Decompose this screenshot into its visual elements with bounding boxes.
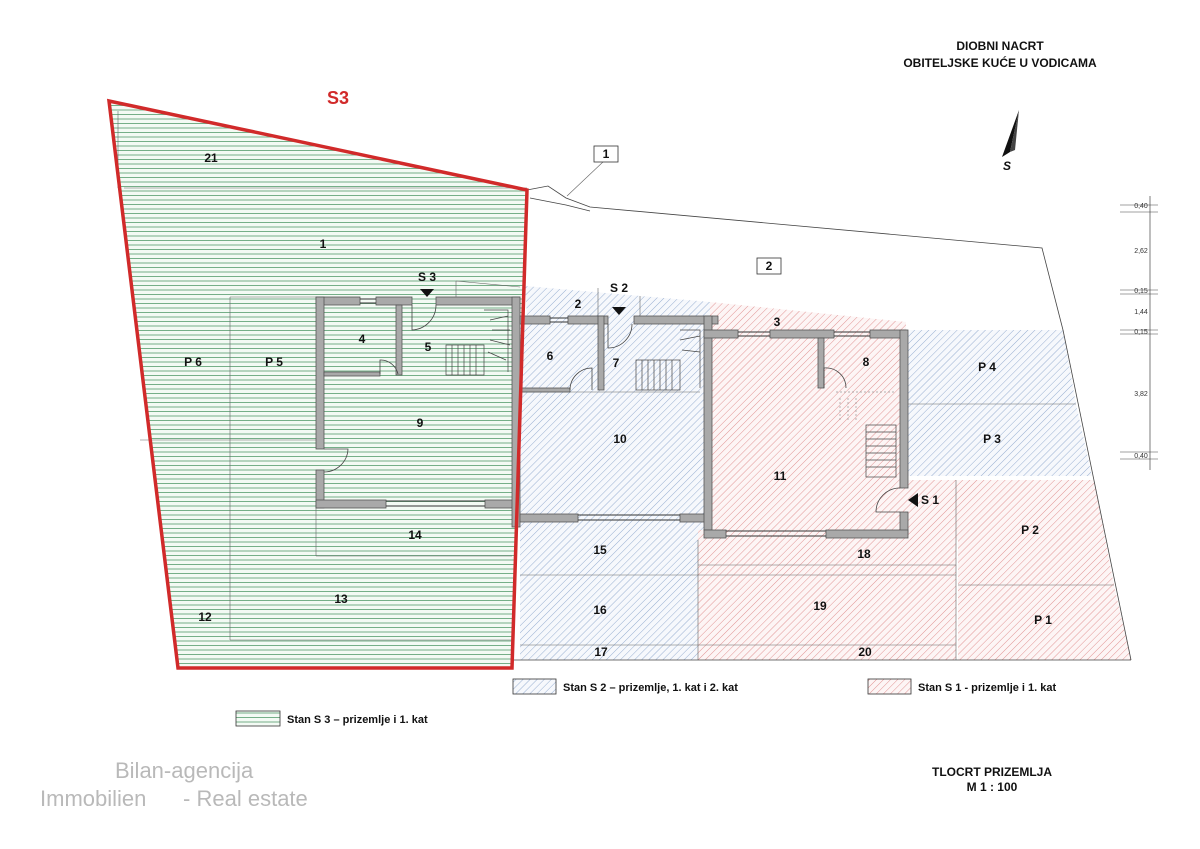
room-14: 14 (408, 528, 422, 542)
unit-label-s3: S3 (327, 88, 349, 108)
dimension-6: 3,82 (1134, 391, 1148, 398)
footer-scale: M 1 : 100 (967, 780, 1018, 794)
room-p1: P 1 (1034, 613, 1052, 627)
dimension-7: 0,40 (1134, 453, 1148, 460)
legend-s1: Stan S 1 - prizemlje i 1. kat (867, 678, 1056, 695)
entrance-s2-marker (612, 307, 626, 315)
title-line2: OBITELJSKE KUĆE U VODICAMA (903, 55, 1097, 70)
room-p2: P 2 (1021, 523, 1039, 537)
s3-subdivisions (117, 111, 527, 641)
room-19: 19 (813, 599, 827, 613)
other-subdivisions (520, 288, 1114, 660)
entrance-s1-label: S 1 (921, 493, 939, 507)
room-3: 3 (774, 315, 781, 329)
north-label: S (1003, 159, 1011, 173)
title-line1: DIOBNI NACRT (956, 39, 1044, 53)
room-21: 21 (204, 151, 218, 165)
dimension-4: 1,44 (1134, 309, 1148, 316)
room-7: 7 (613, 356, 620, 370)
legend-s2: Stan S 2 – prizemlje, 1. kat i 2. kat (512, 678, 738, 695)
room-18: 18 (857, 547, 871, 561)
boxed-label-1: 1 (593, 145, 619, 163)
unit-s2-area (520, 286, 1092, 660)
room-1: 1 (320, 237, 327, 251)
dimension-5: 0,15 (1134, 329, 1148, 336)
room-5: 5 (425, 340, 432, 354)
room-p6: P 6 (184, 355, 202, 369)
footer-plan-title: TLOCRT PRIZEMLJA (932, 765, 1052, 779)
dimension-3: 0,15 (1134, 288, 1148, 295)
room-17: 17 (594, 645, 608, 659)
room-p4: P 4 (978, 360, 996, 374)
entrance-s3-marker (420, 289, 434, 297)
doors (323, 304, 901, 513)
dimension-chain: 0,40 2,62 0,15 1,44 0,15 3,82 0,40 (1120, 196, 1158, 470)
svg-text:Stan S 1 - prizemlje i 1. kat: Stan S 1 - prizemlje i 1. kat (918, 682, 1056, 694)
room-16: 16 (593, 603, 607, 617)
svg-text:Stan S 3 – prizemlje i 1. kat: Stan S 3 – prizemlje i 1. kat (287, 714, 428, 726)
room-9: 9 (417, 416, 424, 430)
room-8: 8 (863, 355, 870, 369)
room-p3: P 3 (983, 432, 1001, 446)
unit-s3-outline (106, 98, 529, 670)
room-20: 20 (858, 645, 872, 659)
boxed-label-2: 2 (756, 257, 782, 275)
legend-s3: Stan S 3 – prizemlje i 1. kat (235, 710, 428, 727)
room-4: 4 (359, 332, 366, 346)
room-6: 6 (547, 349, 554, 363)
room-2: 2 (575, 297, 582, 311)
svg-text:2: 2 (766, 259, 773, 273)
room-15: 15 (593, 543, 607, 557)
watermark-line1: Bilan-agencija (115, 758, 254, 783)
dimension-1: 0,40 (1134, 203, 1148, 210)
entrance-s3-label: S 3 (418, 270, 436, 284)
windows (360, 298, 870, 537)
svg-text:Stan S 2 – prizemlje, 1. kat i: Stan S 2 – prizemlje, 1. kat i 2. kat (563, 682, 738, 694)
dimension-2: 2,62 (1134, 248, 1148, 255)
room-labels: 21 1 P 6 P 5 4 5 9 14 13 12 2 6 7 10 15 … (184, 151, 1052, 659)
room-12: 12 (198, 610, 212, 624)
unit-s1-area (698, 302, 1131, 660)
entrance-s1-marker (908, 493, 918, 507)
entrance-s2-label: S 2 (610, 281, 628, 295)
room-10: 10 (613, 432, 627, 446)
watermark-line2: Immobilien - Real estate (40, 786, 308, 811)
north-arrow-icon (1002, 110, 1019, 157)
room-11: 11 (774, 469, 787, 483)
svg-text:1: 1 (603, 147, 610, 161)
room-13: 13 (334, 592, 348, 606)
room-p5: P 5 (265, 355, 283, 369)
stairs (445, 309, 897, 478)
site-outline (512, 160, 1132, 661)
